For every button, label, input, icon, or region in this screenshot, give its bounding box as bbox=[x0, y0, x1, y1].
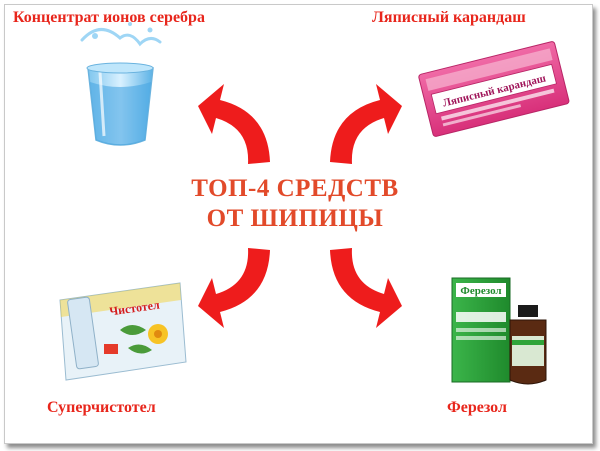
label-superchistotel: Суперчистотел bbox=[47, 399, 156, 416]
arrow-to-top-right bbox=[330, 84, 402, 164]
title-line-2: ОТ ШИПИЦЫ bbox=[206, 205, 384, 232]
arrow-to-bottom-left bbox=[198, 248, 270, 328]
label-silver-ion-concentrate: Концентрат ионов серебра bbox=[13, 9, 205, 26]
diagram-title: ТОП-4 СРЕДСТВ ОТ ШИПИЦЫ bbox=[150, 174, 440, 234]
lapis-pencil-box-icon: Ляписный карандаш bbox=[418, 41, 570, 137]
label-ferezol: Ферезол bbox=[447, 399, 507, 416]
arrow-to-bottom-right bbox=[330, 248, 402, 328]
ferezol-bottle-icon: Ферезол bbox=[451, 277, 547, 385]
label-lapis-pencil: Ляписный карандаш bbox=[372, 9, 526, 26]
title-line-1: ТОП-4 СРЕДСТВ bbox=[191, 175, 399, 202]
superchistotel-package-icon: Чистотел bbox=[59, 282, 187, 381]
arrow-to-top-left bbox=[198, 84, 270, 164]
ferezol-box-text: Ферезол bbox=[460, 285, 501, 297]
water-glass-icon bbox=[80, 22, 162, 146]
